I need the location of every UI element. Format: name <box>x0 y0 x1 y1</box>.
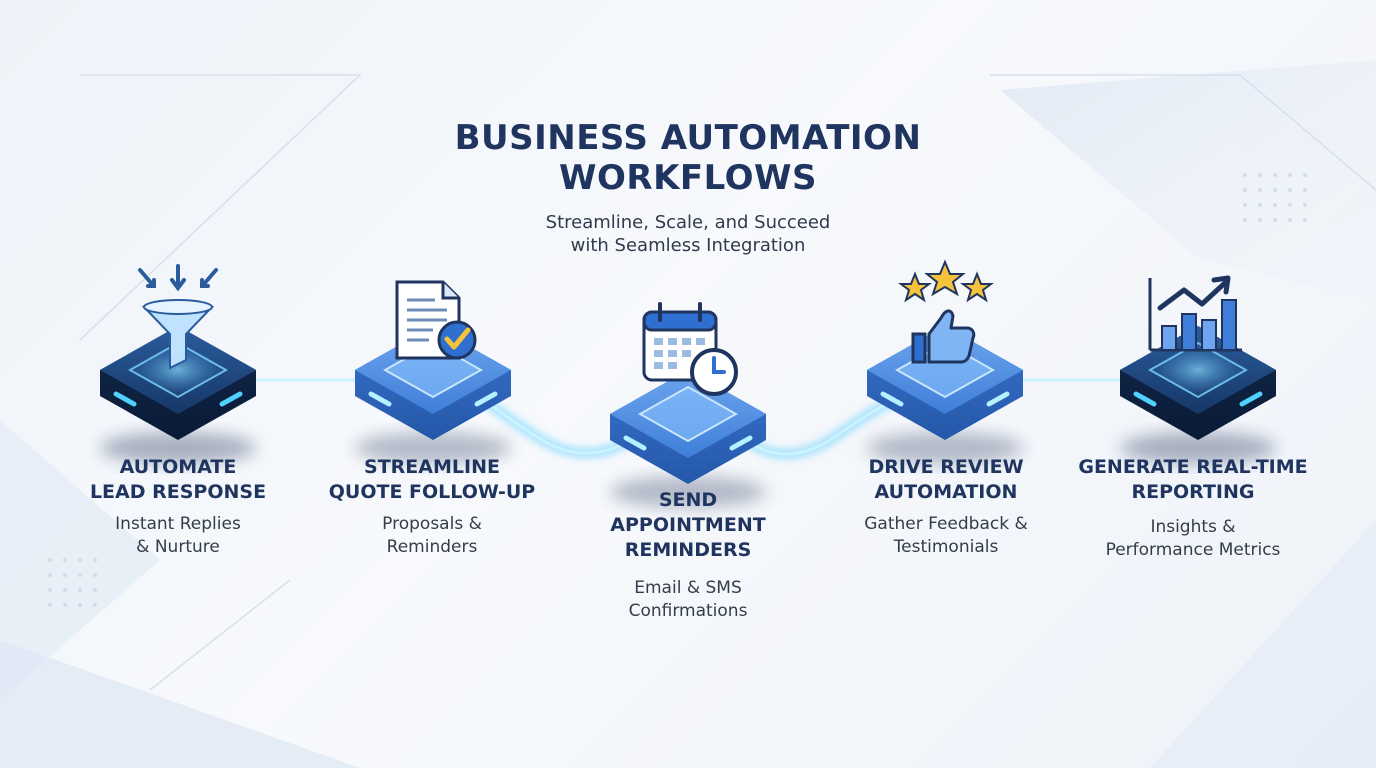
step-3-label: SEND APPOINTMENT REMINDERS Email & SMS C… <box>558 488 818 623</box>
page-subtitle-line-1: Streamline, Scale, and Succeed <box>545 212 831 233</box>
step-4-heading: DRIVE REVIEW AUTOMATION <box>816 455 1076 505</box>
page-title: BUSINESS AUTOMATION WORKFLOWS <box>0 118 1376 198</box>
funnel-icon <box>138 264 218 370</box>
step-3-heading-line-1: SEND <box>658 489 718 511</box>
step-3-description-line-1: Email & SMS <box>634 578 742 598</box>
growth-chart-icon <box>1148 275 1242 352</box>
step-3-description: Email & SMS Confirmations <box>558 577 818 623</box>
step-3-description-line-2: Confirmations <box>628 601 748 621</box>
step-3-heading-line-2: APPOINTMENT <box>610 514 766 536</box>
step-2-node <box>355 280 511 464</box>
step-2-heading-line-1: STREAMLINE <box>364 456 500 478</box>
step-2-description-line-1: Proposals & <box>382 514 482 534</box>
step-1-label: AUTOMATE LEAD RESPONSE Instant Replies &… <box>48 455 308 559</box>
calendar-clock-icon <box>642 302 738 396</box>
page-title-line-1: BUSINESS AUTOMATION <box>454 118 922 158</box>
step-4-node <box>867 259 1023 464</box>
step-3-heading-line-3: REMINDERS <box>624 539 752 561</box>
page-title-line-2: WORKFLOWS <box>558 158 817 198</box>
step-3-heading: SEND APPOINTMENT REMINDERS <box>558 488 818 563</box>
document-check-icon <box>395 280 477 360</box>
connector-3-4 <box>731 391 907 459</box>
step-3-node <box>610 302 766 508</box>
step-5-heading-line-2: REPORTING <box>1131 481 1255 503</box>
step-5-label: GENERATE REAL-TIME REPORTING Insights & … <box>1058 455 1328 562</box>
step-5-description-line-2: Performance Metrics <box>1105 540 1281 560</box>
page-subtitle: Streamline, Scale, and Succeed with Seam… <box>0 211 1376 257</box>
step-5-node <box>1120 275 1276 464</box>
step-4-description: Gather Feedback & Testimonials <box>816 513 1076 559</box>
step-1-description-line-2: & Nurture <box>136 537 220 557</box>
step-5-description-line-1: Insights & <box>1150 517 1236 537</box>
step-5-heading-line-1: GENERATE REAL-TIME <box>1078 456 1308 478</box>
step-2-description-line-2: Reminders <box>386 537 478 557</box>
step-1-node <box>100 264 256 464</box>
thumbs-up-stars-icon <box>898 259 994 364</box>
step-5-description: Insights & Performance Metrics <box>1058 516 1328 562</box>
page-subtitle-line-2: with Seamless Integration <box>570 235 806 256</box>
step-4-heading-line-2: AUTOMATION <box>874 481 1018 503</box>
step-1-heading-line-1: AUTOMATE <box>119 456 237 478</box>
step-2-heading: STREAMLINE QUOTE FOLLOW-UP <box>302 455 562 505</box>
step-1-description-line-1: Instant Replies <box>115 514 241 534</box>
step-2-label: STREAMLINE QUOTE FOLLOW-UP Proposals & R… <box>302 455 562 559</box>
step-4-description-line-1: Gather Feedback & <box>864 514 1028 534</box>
step-2-heading-line-2: QUOTE FOLLOW-UP <box>328 481 536 503</box>
step-2-description: Proposals & Reminders <box>302 513 562 559</box>
step-1-heading: AUTOMATE LEAD RESPONSE <box>48 455 308 505</box>
step-1-description: Instant Replies & Nurture <box>48 513 308 559</box>
step-5-heading: GENERATE REAL-TIME REPORTING <box>1058 455 1328 505</box>
step-4-heading-line-1: DRIVE REVIEW <box>868 456 1024 478</box>
step-4-description-line-2: Testimonials <box>893 537 999 557</box>
step-4-label: DRIVE REVIEW AUTOMATION Gather Feedback … <box>816 455 1076 559</box>
step-1-heading-line-2: LEAD RESPONSE <box>89 481 267 503</box>
